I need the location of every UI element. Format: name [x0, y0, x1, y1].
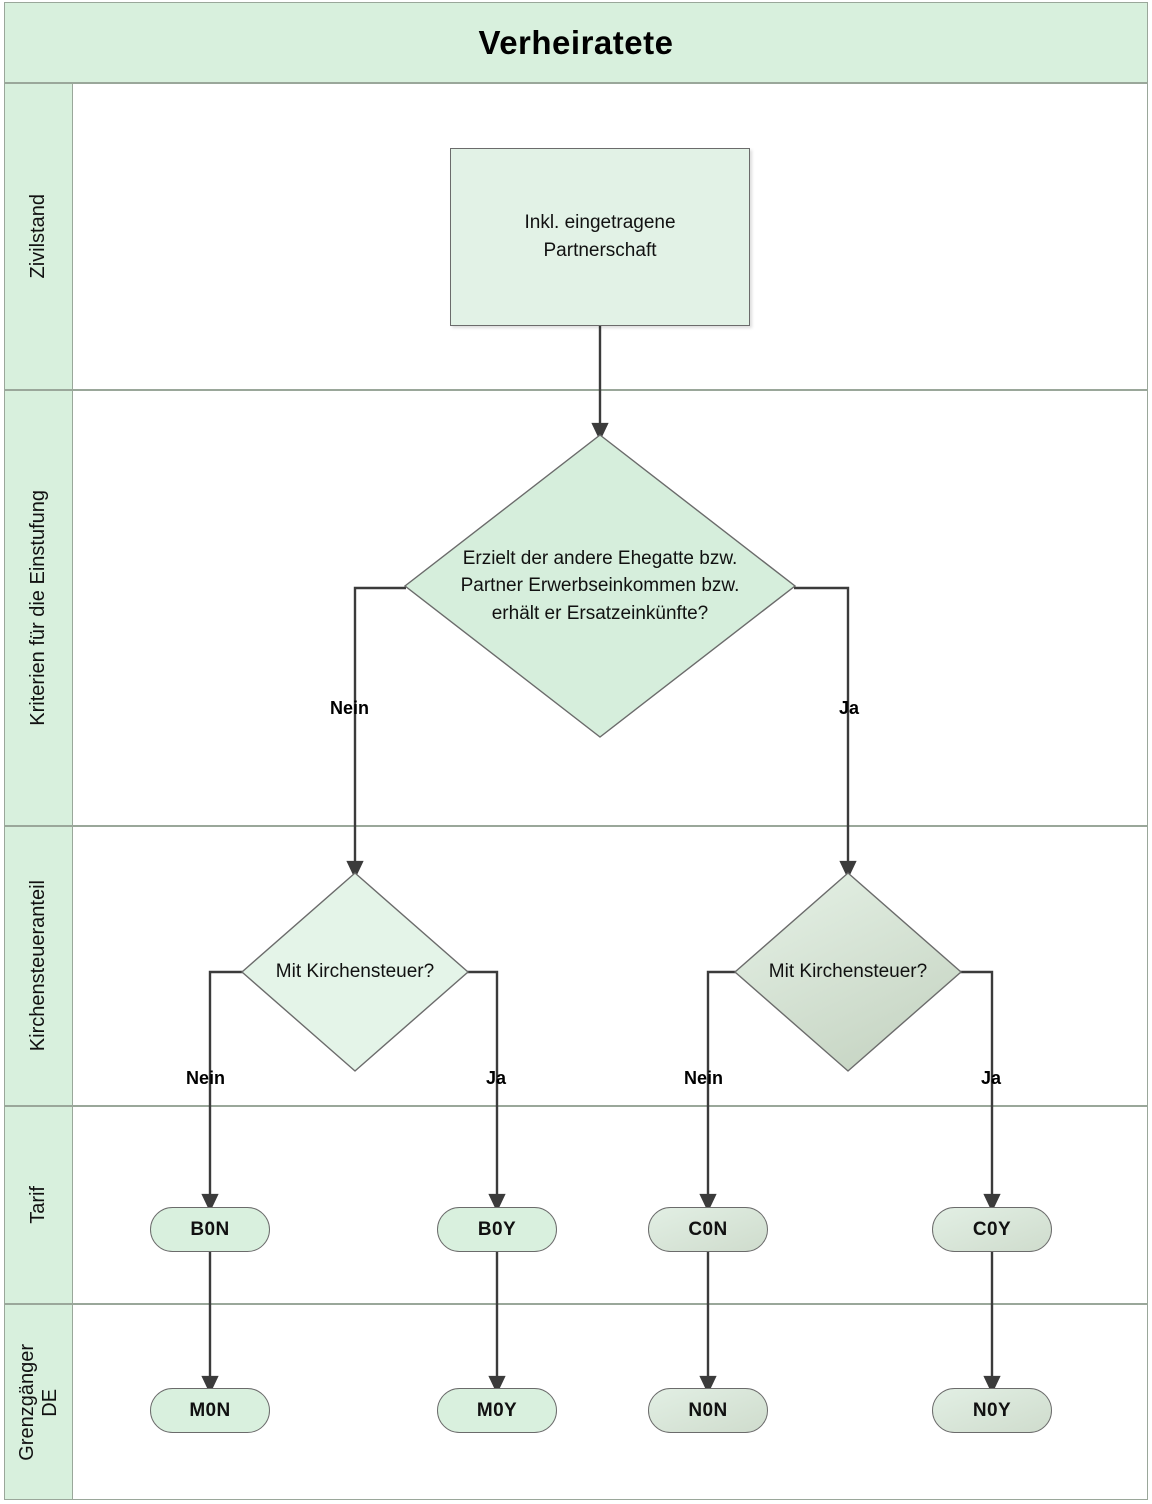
lane-label-tarif: Tarif [4, 1106, 73, 1304]
diagram-title-banner: Verheiratete [4, 2, 1148, 83]
pill-label: B0N [190, 1218, 230, 1240]
edge-label-church-right-nein: Nein [684, 1068, 724, 1088]
page-title: Verheiratete [478, 23, 674, 61]
edge-label-church-left-ja: Ja [486, 1068, 507, 1088]
decision-mit-kirchensteuer-left[interactable]: Mit Kirchensteuer? [240, 872, 470, 1072]
pill-label: N0N [688, 1399, 728, 1421]
grenzgaenger-code-m0y[interactable]: M0Y [437, 1388, 557, 1433]
lane-label-kriterien: Kriterien für die Einstufung [4, 390, 73, 826]
decision-mit-kirchensteuer-right[interactable]: Mit Kirchensteuer? [733, 872, 963, 1072]
tarif-code-c0y[interactable]: C0Y [932, 1207, 1052, 1252]
grenzgaenger-code-m0n[interactable]: M0N [150, 1388, 270, 1433]
lane-label-text: Tarif [27, 1186, 49, 1224]
edge-label-income-ja: Ja [839, 698, 860, 718]
lane-label-text: Kirchensteueranteil [27, 880, 49, 1052]
lane-label-text: Zivilstand [27, 194, 49, 279]
pill-label: C0N [688, 1218, 728, 1240]
node-inkl-eingetragene-partnerschaft[interactable]: Inkl. eingetragene Partnerschaft [450, 148, 750, 326]
lane-label-text: Kriterien für die Einstufung [27, 490, 49, 726]
tarif-code-c0n[interactable]: C0N [648, 1207, 768, 1252]
pill-label: N0Y [972, 1399, 1012, 1421]
lane-body-zivilstand [73, 83, 1148, 390]
edge-label-church-left-nein: Nein [186, 1068, 226, 1088]
lane-label-kirchensteueranteil: Kirchensteueranteil [4, 826, 73, 1106]
decision-erwerbseinkommen[interactable]: Erzielt der andere Ehegatte bzw. Partner… [403, 434, 797, 738]
pill-label: C0Y [972, 1218, 1012, 1240]
edge-label-church-right-ja: Ja [981, 1068, 1002, 1088]
node-label: Inkl. eingetragene Partnerschaft [524, 212, 676, 261]
grenzgaenger-code-n0y[interactable]: N0Y [932, 1388, 1052, 1433]
tarif-code-b0y[interactable]: B0Y [437, 1207, 557, 1252]
pill-label: M0Y [476, 1399, 518, 1421]
lane-label-text: Grenzgänger DE [15, 1343, 61, 1461]
lane-body-tarif [73, 1106, 1148, 1304]
lane-label-zivilstand: Zivilstand [4, 83, 73, 390]
lane-body-kirchensteueranteil [73, 826, 1148, 1106]
grenzgaenger-code-n0n[interactable]: N0N [648, 1388, 768, 1433]
lane-label-grenzgaenger-de: Grenzgänger DE [4, 1304, 73, 1500]
pill-label: M0N [189, 1399, 231, 1421]
tarif-code-b0n[interactable]: B0N [150, 1207, 270, 1252]
edge-label-income-nein: Nein [330, 698, 370, 718]
pill-label: B0Y [477, 1218, 517, 1240]
